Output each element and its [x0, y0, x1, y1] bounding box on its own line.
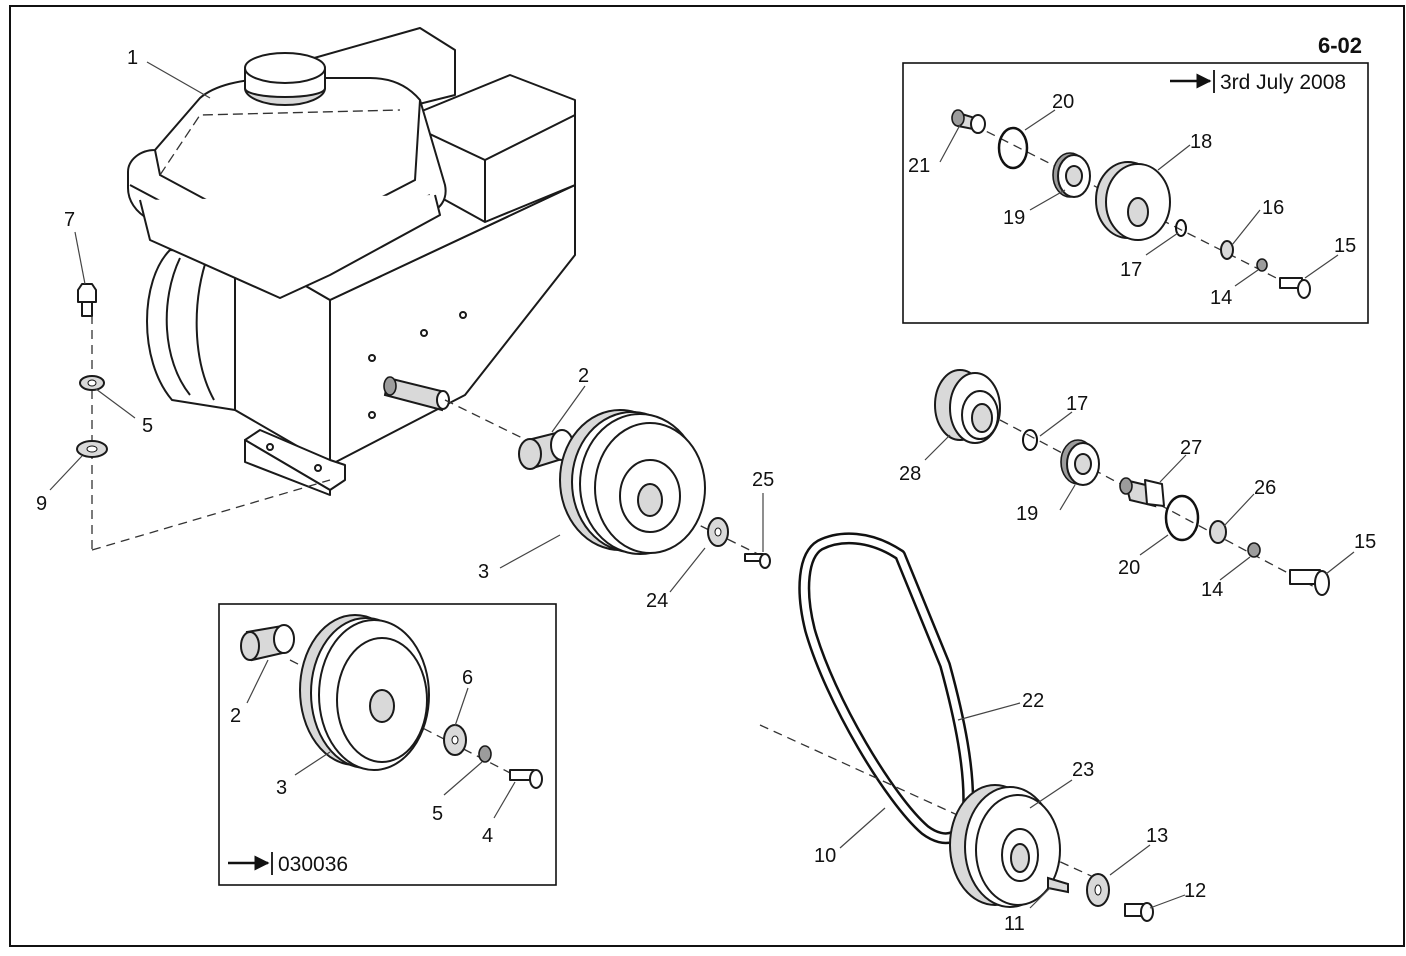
callout-5: 5	[142, 415, 153, 437]
callout-labels: 1 2 3 24 25 7 5 9 21 20 19 18 17 16 14 1…	[36, 47, 1376, 935]
drive-pulley-23	[949, 784, 1061, 908]
callout-28: 28	[899, 463, 921, 485]
callout-2-inset: 2	[230, 705, 241, 727]
callout-18: 18	[1190, 131, 1212, 153]
inset-bottom-frame	[218, 603, 557, 886]
callout-9: 9	[36, 493, 47, 515]
bolt-12	[1124, 902, 1154, 922]
inset-bottom-code: 030036	[278, 853, 348, 876]
key-11	[1047, 876, 1069, 894]
bolt-7	[77, 283, 97, 317]
callout-17: 17	[1120, 259, 1142, 281]
inset-top-axis	[959, 117, 1301, 291]
crank-pulley-3	[559, 409, 706, 555]
callout-14-idler: 14	[1201, 579, 1223, 601]
callout-14: 14	[1210, 287, 1232, 309]
callout-15: 15	[1334, 235, 1356, 257]
drive-pulley-axis	[759, 724, 1101, 881]
callout-3: 3	[478, 561, 489, 583]
callout-11: 11	[1004, 913, 1025, 935]
callout-4: 4	[482, 825, 493, 847]
callout-27: 27	[1180, 437, 1202, 459]
inset-top-frame	[902, 62, 1369, 324]
callout-10: 10	[814, 845, 836, 867]
callout-7: 7	[64, 209, 75, 231]
callout-3-inset: 3	[276, 777, 287, 799]
callout-22: 22	[1022, 690, 1044, 712]
callout-17-idler: 17	[1066, 393, 1088, 415]
callout-19-idler: 19	[1016, 503, 1038, 525]
callout-12: 12	[1184, 880, 1206, 902]
page-frame	[9, 5, 1405, 947]
idler-parts	[934, 369, 1330, 596]
page-number: 6-02	[1318, 33, 1362, 58]
callout-6: 6	[462, 667, 473, 689]
drive-belt-22	[798, 532, 975, 845]
callout-25: 25	[752, 469, 774, 491]
callout-19: 19	[1003, 207, 1025, 229]
callout-15-idler: 15	[1354, 531, 1376, 553]
engine	[127, 27, 576, 496]
callout-2: 2	[578, 365, 589, 387]
engine-mount-axis	[91, 479, 331, 551]
inset-top-note: 3rd July 2008	[1170, 70, 1346, 94]
callout-20-idler: 20	[1118, 557, 1140, 579]
inset-top-date: 3rd July 2008	[1220, 71, 1346, 94]
inset-bottom-parts	[240, 614, 543, 789]
bolt-25	[744, 553, 771, 569]
callout-23: 23	[1072, 759, 1094, 781]
leader-lines	[49, 61, 1355, 909]
callout-20: 20	[1052, 91, 1074, 113]
callout-5-inset: 5	[432, 803, 443, 825]
inset-bottom-note: 030036	[228, 852, 348, 876]
callout-26: 26	[1254, 477, 1276, 499]
inset-top-parts	[951, 109, 1311, 299]
callout-21: 21	[908, 155, 930, 177]
callout-13: 13	[1146, 825, 1168, 847]
callout-1: 1	[127, 47, 138, 69]
callout-16: 16	[1262, 197, 1284, 219]
callout-24: 24	[646, 590, 668, 612]
